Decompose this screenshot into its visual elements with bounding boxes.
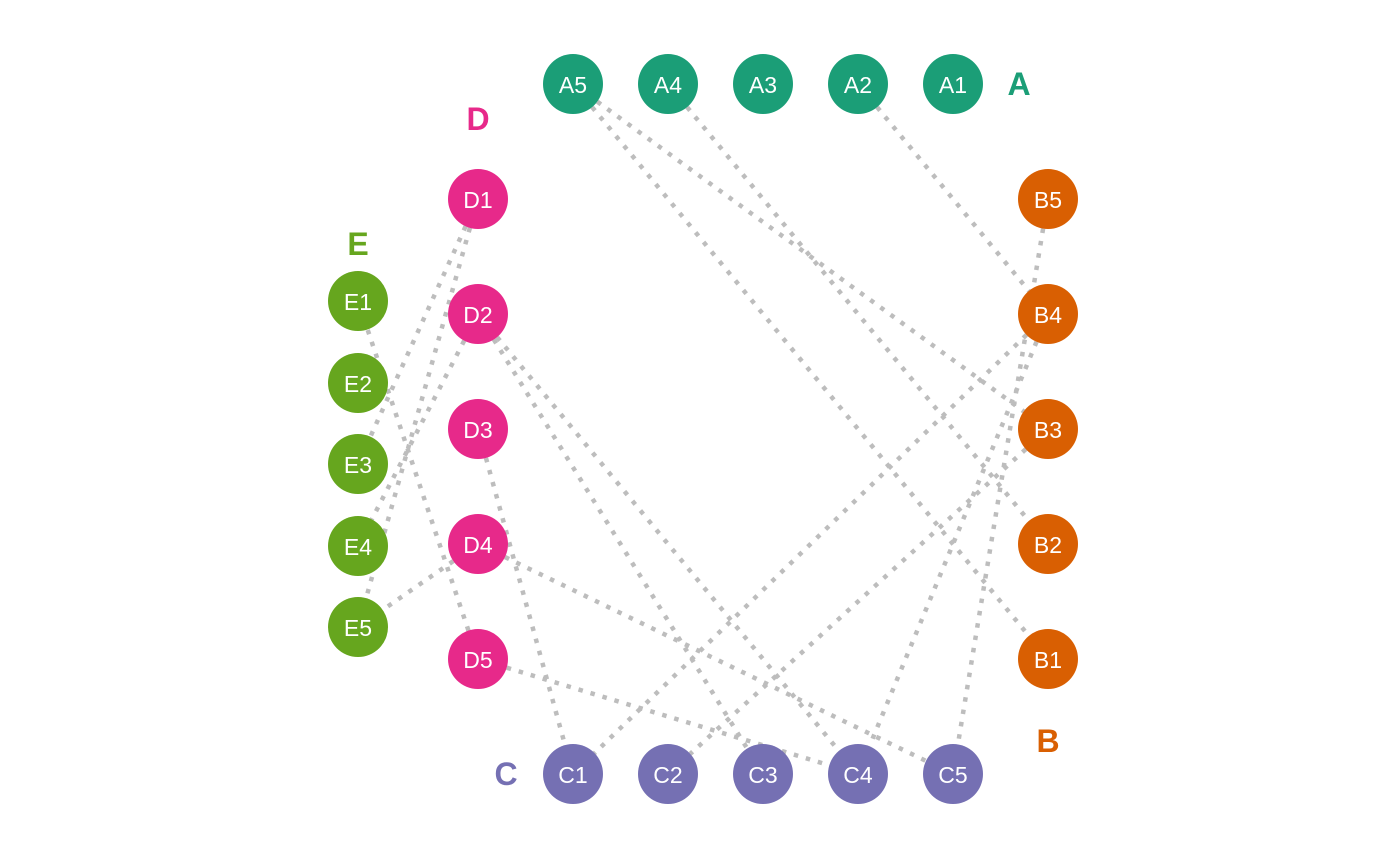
node-c3: C3 [733,744,793,804]
node-label: D5 [463,647,492,673]
node-circle [638,744,698,804]
edges-layer [363,99,1046,768]
node-circle [328,597,388,657]
node-label: E1 [344,289,372,315]
node-circle [328,434,388,494]
node-circle [448,399,508,459]
edge-a5-b3 [595,99,1026,414]
group-labels-layer: A B C D E [347,66,1059,792]
node-e3: E3 [328,434,388,494]
node-a4: A4 [638,54,698,114]
node-d5: D5 [448,629,508,689]
node-circle [828,744,888,804]
node-label: D2 [463,302,492,328]
group-label-c: C [494,756,517,792]
node-label: C3 [748,762,777,788]
node-c5: C5 [923,744,983,804]
node-circle [1018,284,1078,344]
node-label: A4 [654,72,682,98]
node-label: B3 [1034,417,1062,443]
group-label-a: A [1007,66,1030,102]
node-a3: A3 [733,54,793,114]
node-label: A2 [844,72,872,98]
node-d2: D2 [448,284,508,344]
node-circle [448,629,508,689]
edge-d3-c1 [483,457,568,746]
edge-a4-b2 [685,105,1031,523]
node-circle [328,353,388,413]
node-circle [1018,399,1078,459]
group-label-b: B [1036,723,1059,759]
node-a1: A1 [923,54,983,114]
node-c2: C2 [638,744,698,804]
node-c4: C4 [828,744,888,804]
group-label-d: D [466,101,489,137]
node-e4: E4 [328,516,388,576]
edge-a5-b1 [590,105,1031,638]
node-label: E3 [344,452,372,478]
node-a5: A5 [543,54,603,114]
node-c1: C1 [543,744,603,804]
node-label: A5 [559,72,587,98]
node-circle [328,271,388,331]
node-a2: A2 [828,54,888,114]
node-label: B1 [1034,647,1062,673]
node-label: E5 [344,615,372,641]
edge-b3-c2 [688,447,1028,756]
edge-d2-c3 [491,338,750,750]
node-b5: B5 [1018,169,1078,229]
edge-d1-e3 [368,225,468,438]
edge-d2-c4 [495,335,841,753]
edge-d4-c5 [504,555,927,763]
node-b4: B4 [1018,284,1078,344]
node-circle [828,54,888,114]
node-b2: B2 [1018,514,1078,574]
node-circle [1018,169,1078,229]
edge-d2-e4 [369,339,467,521]
node-d1: D1 [448,169,508,229]
edge-a2-b4 [875,105,1031,293]
node-label: B4 [1034,302,1062,328]
node-label: D1 [463,187,492,213]
node-label: D4 [463,532,493,558]
node-label: E2 [344,371,372,397]
node-circle [543,54,603,114]
node-label: B5 [1034,187,1062,213]
node-circle [328,516,388,576]
node-circle [448,284,508,344]
node-label: D3 [463,417,492,443]
node-e2: E2 [328,353,388,413]
node-d4: D4 [448,514,508,574]
node-b3: B3 [1018,399,1078,459]
node-e1: E1 [328,271,388,331]
group-label-e: E [347,226,368,262]
node-label: C1 [558,762,587,788]
node-label: A1 [939,72,967,98]
edge-d4-e5 [381,559,455,612]
node-label: A3 [749,72,777,98]
node-label: C2 [653,762,682,788]
edge-d1-e5 [363,227,473,599]
node-circle [733,744,793,804]
edge-b4-c4 [867,340,1039,748]
node-circle [543,744,603,804]
node-label: B2 [1034,532,1062,558]
node-b1: B1 [1018,629,1078,689]
node-label: C4 [843,762,873,788]
node-circle [1018,629,1078,689]
edge-b4-c1 [592,333,1029,755]
node-e5: E5 [328,597,388,657]
node-circle [923,54,983,114]
node-circle [1018,514,1078,574]
node-circle [448,169,508,229]
node-circle [923,744,983,804]
node-label: E4 [344,534,372,560]
node-circle [448,514,508,574]
node-circle [638,54,698,114]
node-circle [733,54,793,114]
node-label: C5 [938,762,967,788]
node-d3: D3 [448,399,508,459]
